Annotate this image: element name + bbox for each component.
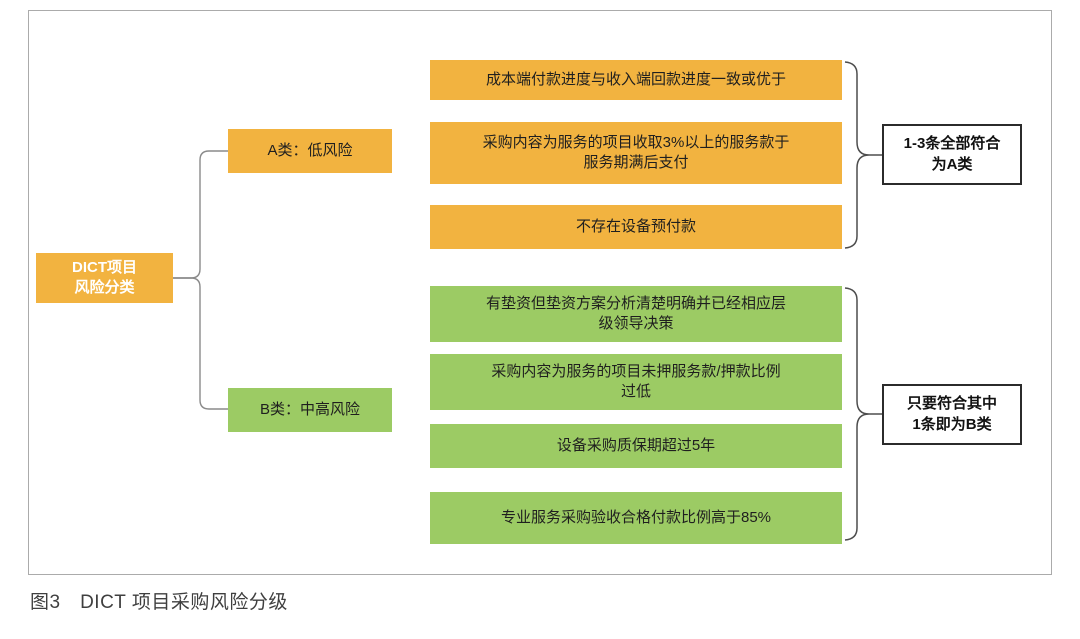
condition-node: 成本端付款进度与收入端回款进度一致或优于 bbox=[430, 60, 842, 100]
category-a-node: A类：低风险 bbox=[228, 129, 392, 173]
rule-a-node: 1-3条全部符合 为A类 bbox=[882, 124, 1022, 185]
condition-node: 采购内容为服务的项目未押服务款/押款比例 过低 bbox=[430, 354, 842, 410]
condition-node: 设备采购质保期超过5年 bbox=[430, 424, 842, 468]
condition-node: 采购内容为服务的项目收取3%以上的服务款于 服务期满后支付 bbox=[430, 122, 842, 184]
condition-node: 专业服务采购验收合格付款比例高于85% bbox=[430, 492, 842, 544]
category-b-node: B类：中高风险 bbox=[228, 388, 392, 432]
figure-caption: 图3 DICT 项目采购风险分级 bbox=[30, 592, 288, 613]
root-node: DICT项目 风险分类 bbox=[36, 253, 173, 303]
rule-b-node: 只要符合其中 1条即为B类 bbox=[882, 384, 1022, 445]
condition-node: 有垫资但垫资方案分析清楚明确并已经相应层 级领导决策 bbox=[430, 286, 842, 342]
condition-node: 不存在设备预付款 bbox=[430, 205, 842, 249]
